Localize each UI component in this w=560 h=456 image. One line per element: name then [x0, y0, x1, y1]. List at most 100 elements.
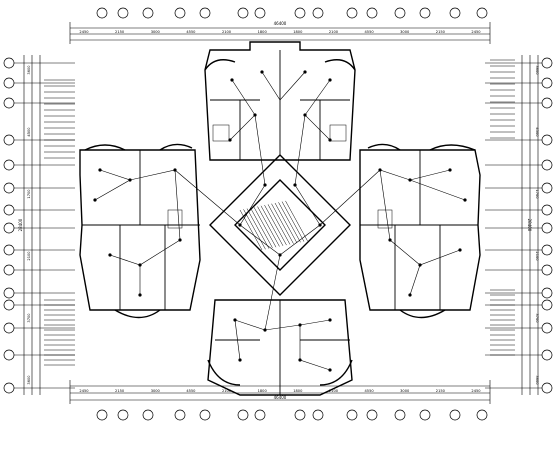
wiring-run-11	[99, 169, 241, 226]
left-dimension-label-2: 1700	[27, 189, 31, 199]
top-dimension-label-0: 2450	[79, 30, 89, 34]
top-dimension-label-1: 2150	[115, 30, 125, 34]
stair-tread-12	[281, 201, 305, 242]
bottom-axis-bubble-6	[254, 409, 266, 421]
light-fixture-18	[418, 263, 422, 267]
light-fixture-0	[230, 78, 234, 82]
bottom-axis-bubble-3	[174, 409, 186, 421]
top-axis-bubble-10	[366, 7, 378, 19]
wiring-run-16	[234, 254, 281, 331]
wiring-run-19	[299, 325, 331, 371]
south-wing-bay-left	[207, 359, 241, 386]
right-axis-bubble-5	[541, 182, 553, 194]
electrical-fixtures	[93, 70, 467, 372]
top-dimension-label-4: 2100	[222, 30, 232, 34]
right-axis-bubble-4	[541, 159, 553, 171]
top-axis-bubble-11	[394, 7, 406, 19]
light-fixture-15	[448, 168, 452, 172]
bottom-dimension-label-9: 3000	[400, 389, 410, 393]
left-axis-bubble-13	[3, 349, 15, 361]
light-fixture-16	[463, 198, 467, 202]
light-fixture-10	[238, 223, 242, 227]
stair-tread-4	[253, 207, 277, 248]
right-axis-bubble-0	[541, 57, 553, 69]
bottom-dimension-label-2: 3000	[151, 389, 161, 393]
wiring-run-0	[231, 79, 266, 186]
light-fixture-23	[173, 168, 177, 172]
top-axis-bubble-7	[294, 7, 306, 19]
top-dimension-label-2: 3000	[151, 30, 161, 34]
right-axis-bubbles	[541, 57, 553, 394]
west-wing-bay-bottom	[114, 309, 161, 319]
light-fixture-30	[263, 328, 267, 332]
bottom-dimension-label-5: 1800	[258, 389, 268, 393]
light-fixture-3	[328, 78, 332, 82]
light-fixture-14	[408, 178, 412, 182]
top-dimension-label-3: 4550	[186, 30, 196, 34]
bottom-dimension-label-0: 2450	[79, 389, 89, 393]
right-axis-bubble-1	[541, 77, 553, 89]
bottom-axis-bubble-14	[476, 409, 488, 421]
left-axis-bubble-10	[3, 287, 15, 299]
light-fixture-29	[233, 318, 237, 322]
left-axis-bubble-2	[3, 97, 15, 109]
top-axis-bubble-1	[117, 7, 129, 19]
wiring-run-8	[389, 239, 461, 266]
light-fixture-1	[260, 70, 264, 74]
bottom-dimension-label-6: 1800	[293, 389, 303, 393]
stair-tread-9	[271, 203, 294, 244]
right-axis-bubble-11	[541, 299, 553, 311]
left-dimension-label-0: 3600	[27, 65, 31, 75]
top-dimension-label-9: 3000	[400, 30, 410, 34]
left-axis-bubble-4	[3, 159, 15, 171]
light-fixture-21	[98, 168, 102, 172]
top-axis-bubble-12	[419, 7, 431, 19]
left-axis-bubble-8	[3, 244, 15, 256]
wiring-run-10	[379, 169, 391, 241]
right-axis-bubble-3	[541, 134, 553, 146]
left-dimension-label-1: 4500	[27, 127, 31, 137]
light-fixture-6	[228, 138, 232, 142]
light-fixture-2	[303, 70, 307, 74]
left-dimension-label-5: 3600	[27, 375, 31, 385]
east-wing-outline	[359, 149, 481, 311]
right-axis-bubble-13	[541, 349, 553, 361]
bottom-axis-bubble-7	[294, 409, 306, 421]
right-axis-bubble-9	[541, 264, 553, 276]
right-axis-bubble-10	[541, 287, 553, 299]
right-dimension-label-3: 2100	[535, 251, 539, 261]
top-dimension-label-11: 2450	[471, 30, 481, 34]
bottom-axis-bubble-10	[366, 409, 378, 421]
bottom-dimension-label-3: 4550	[186, 389, 196, 393]
wiring-run-3	[229, 114, 256, 141]
bottom-axis-bubble-13	[449, 409, 461, 421]
core-stair-hatching	[239, 200, 308, 251]
left-total-dimension: 28400	[18, 218, 23, 231]
wiring-run-9	[409, 264, 421, 296]
left-axis-bubble-12	[3, 322, 15, 334]
stair-tread-11	[278, 202, 301, 243]
left-dimension-strip	[23, 55, 41, 395]
west-wing-balcony-top	[84, 143, 193, 151]
light-fixture-27	[178, 238, 182, 242]
right-dimension-label-4: 3700	[535, 313, 539, 323]
left-axis-bubble-1	[3, 77, 15, 89]
left-axis-bubble-0	[3, 57, 15, 69]
wiring-run-2	[304, 79, 331, 116]
right-axis-bubble-2	[541, 97, 553, 109]
stair-tread-2	[246, 208, 270, 249]
light-fixture-32	[328, 318, 332, 322]
right-dimension-strip	[521, 55, 539, 395]
bottom-dimension-label-4: 2100	[222, 389, 232, 393]
top-dimension-label-5: 1800	[258, 30, 268, 34]
wing-stair-blocks	[167, 124, 393, 229]
bottom-dimension-label-11: 2450	[471, 389, 481, 393]
central-core-inner	[234, 179, 326, 271]
bottom-dimension-label-10: 2150	[436, 389, 446, 393]
wiring-run-15	[174, 169, 181, 241]
